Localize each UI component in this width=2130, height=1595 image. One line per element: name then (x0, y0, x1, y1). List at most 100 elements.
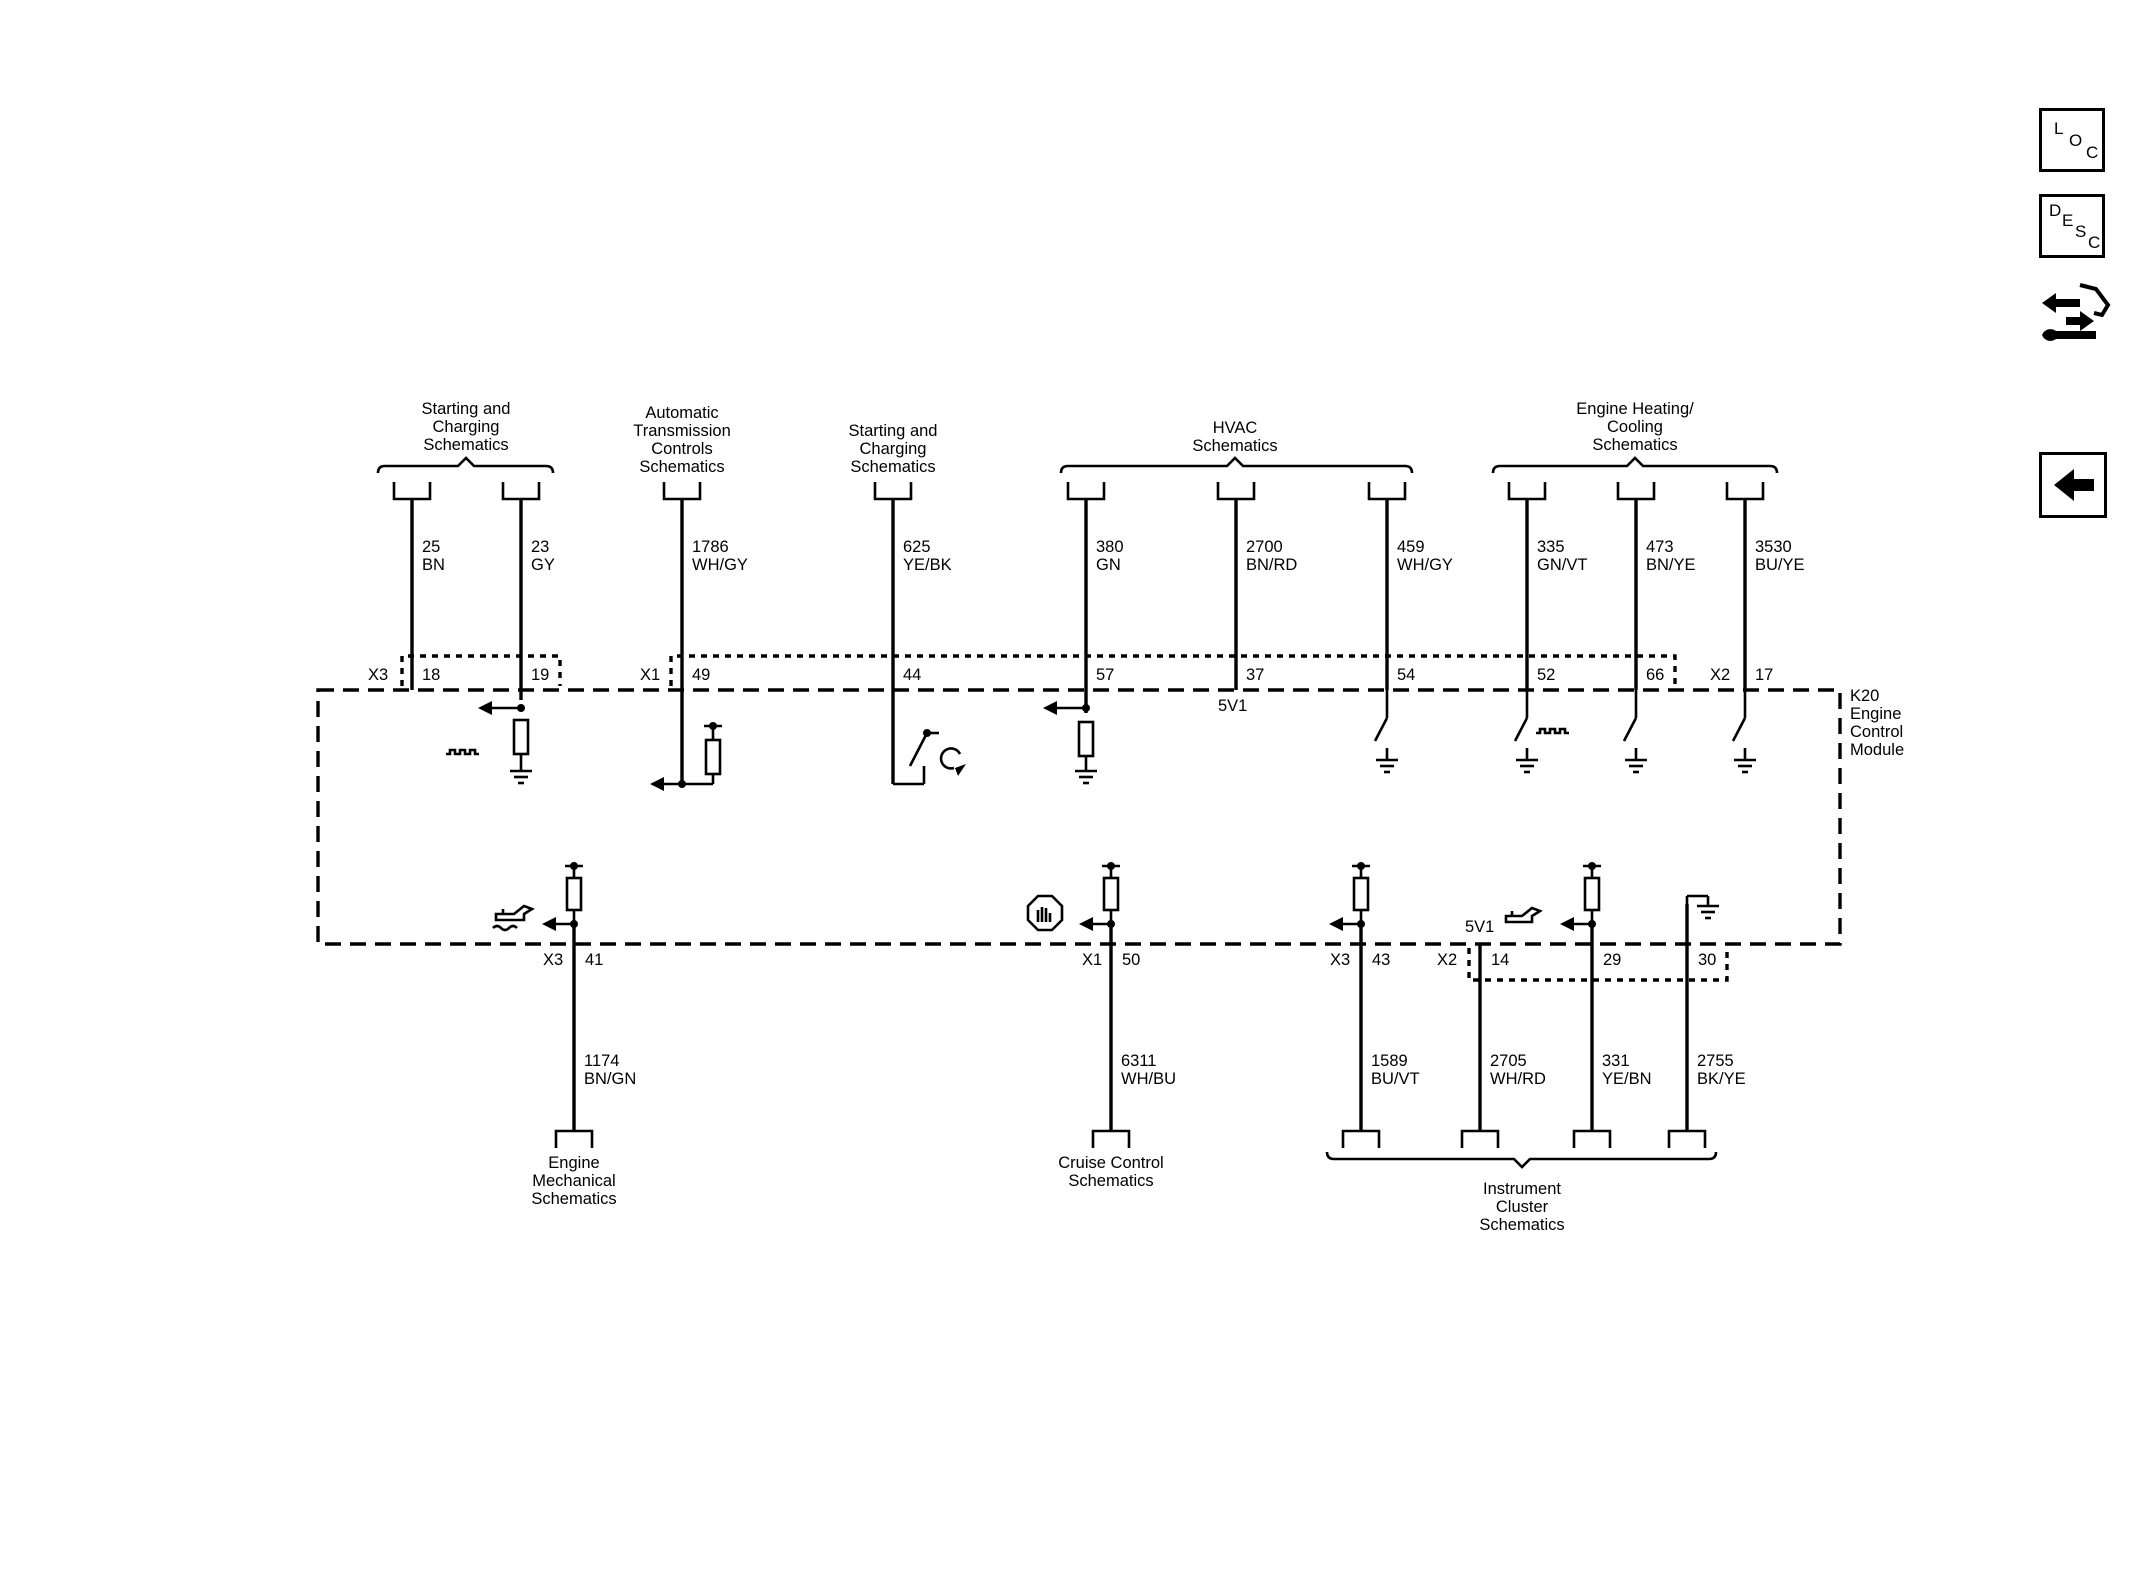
svg-text:BK/YE: BK/YE (1697, 1070, 1746, 1088)
brace-hvac (1059, 456, 1414, 474)
label-starting-charging-2: Starting and Charging Schematics (849, 422, 938, 476)
internal-circuit-pin44 (893, 729, 966, 786)
label-cruise-control: Cruise Control Schematics (1058, 1154, 1163, 1190)
connector-x2-top-label: X2 (1710, 666, 1730, 684)
module-boundary (316, 688, 1842, 946)
svg-text:Schematics: Schematics (423, 436, 508, 454)
svg-text:49: 49 (692, 666, 710, 684)
svg-text:Schematics: Schematics (1479, 1216, 1564, 1234)
svg-text:Schematics: Schematics (1592, 436, 1677, 454)
top-pin-numbers: 18 19 49 44 57 37 54 52 66 17 (422, 666, 1773, 684)
svg-text:Transmission: Transmission (633, 422, 731, 440)
svg-text:WH/GY: WH/GY (1397, 556, 1453, 574)
bottom-wires (572, 904, 1689, 1132)
svg-text:66: 66 (1646, 666, 1664, 684)
svg-text:GN: GN (1096, 556, 1121, 574)
svg-text:Schematics: Schematics (531, 1190, 616, 1208)
loc-letter-l: L (2054, 119, 2064, 138)
internal-circuit-pin30 (1685, 894, 1719, 920)
svg-text:X1: X1 (1082, 951, 1102, 969)
svg-text:18: 18 (422, 666, 440, 684)
module-label-4: Module (1850, 741, 1904, 759)
desc-letter-e: E (2062, 211, 2074, 230)
svg-text:331: 331 (1602, 1052, 1630, 1070)
svg-text:57: 57 (1096, 666, 1114, 684)
oil-pressure-icon (1504, 906, 1543, 924)
internal-5v1-bottom: 5V1 (1465, 918, 1494, 936)
internal-circuit-pin43 (1329, 862, 1370, 931)
svg-text:X3: X3 (543, 951, 563, 969)
svg-text:Mechanical: Mechanical (532, 1172, 615, 1190)
svg-text:Charging: Charging (433, 418, 500, 436)
desc-button[interactable]: D E S C (2039, 194, 2105, 258)
label-engine-heating: Engine Heating/ Cooling Schematics (1576, 400, 1694, 454)
svg-text:Cruise Control: Cruise Control (1058, 1154, 1163, 1172)
loc-button[interactable]: L O C (2039, 108, 2105, 172)
svg-text:625: 625 (903, 538, 931, 556)
top-harness-connectors (392, 482, 1765, 501)
svg-text:473: 473 (1646, 538, 1674, 556)
svg-text:2705: 2705 (1490, 1052, 1527, 1070)
desc-letter-c: C (2088, 233, 2101, 252)
top-wires (410, 499, 1747, 784)
svg-text:Schematics: Schematics (1192, 437, 1277, 455)
svg-text:BN: BN (422, 556, 445, 574)
svg-text:44: 44 (903, 666, 921, 684)
svg-text:BN/YE: BN/YE (1646, 556, 1696, 574)
svg-text:HVAC: HVAC (1213, 419, 1258, 437)
svg-text:Cluster: Cluster (1496, 1198, 1549, 1216)
label-auto-trans: Automatic Transmission Controls Schemati… (633, 404, 731, 476)
connector-x1-top-label: X1 (640, 666, 660, 684)
brace-starting-charging (376, 456, 555, 474)
svg-text:41: 41 (585, 951, 603, 969)
service-wrench-icon[interactable] (2036, 277, 2112, 353)
internal-5v1-top: 5V1 (1218, 697, 1247, 715)
internal-circuit-pin57 (1043, 701, 1097, 785)
svg-text:Schematics: Schematics (850, 458, 935, 476)
label-instrument-cluster: Instrument Cluster Schematics (1479, 1180, 1564, 1234)
svg-text:Controls: Controls (651, 440, 712, 458)
svg-text:2755: 2755 (1697, 1052, 1734, 1070)
internal-circuit-pin41 (492, 862, 583, 932)
svg-text:YE/BN: YE/BN (1602, 1070, 1652, 1088)
svg-text:459: 459 (1397, 538, 1425, 556)
svg-text:YE/BK: YE/BK (903, 556, 952, 574)
svg-text:43: 43 (1372, 951, 1390, 969)
svg-text:2700: 2700 (1246, 538, 1283, 556)
loc-letter-c: C (2086, 143, 2099, 162)
bottom-pin-numbers: 41 50 43 14 29 30 (585, 951, 1716, 969)
desc-letter-s: S (2075, 222, 2087, 241)
connector-x2-bottom-box (1467, 948, 1729, 982)
svg-text:52: 52 (1537, 666, 1555, 684)
back-arrow-button[interactable] (2039, 452, 2107, 518)
internal-circuit-pin50 (1026, 862, 1120, 932)
svg-text:X2: X2 (1437, 951, 1457, 969)
svg-text:Starting and: Starting and (422, 400, 511, 418)
bottom-harness-connectors (554, 1129, 1707, 1148)
svg-text:WH/RD: WH/RD (1490, 1070, 1546, 1088)
connector-x3-top-label: X3 (368, 666, 388, 684)
label-starting-charging-1: Starting and Charging Schematics (422, 400, 511, 454)
svg-text:50: 50 (1122, 951, 1140, 969)
svg-text:25: 25 (422, 538, 440, 556)
loc-letter-o: O (2069, 131, 2083, 150)
desc-letter-d: D (2049, 201, 2062, 220)
svg-text:WH/BU: WH/BU (1121, 1070, 1176, 1088)
svg-text:19: 19 (531, 666, 549, 684)
svg-text:54: 54 (1397, 666, 1415, 684)
svg-text:6311: 6311 (1121, 1052, 1156, 1070)
svg-text:Engine Heating/: Engine Heating/ (1576, 400, 1694, 418)
svg-text:14: 14 (1491, 951, 1509, 969)
svg-text:380: 380 (1096, 538, 1124, 556)
svg-text:Schematics: Schematics (639, 458, 724, 476)
svg-text:Engine: Engine (548, 1154, 599, 1172)
module-label-3: Control (1850, 723, 1903, 741)
svg-text:1589: 1589 (1371, 1052, 1408, 1070)
svg-text:Charging: Charging (860, 440, 927, 458)
bottom-connector-labels: X3 X1 X3 X2 (543, 951, 1457, 969)
svg-text:1174: 1174 (584, 1052, 619, 1070)
back-arrow-icon (2054, 469, 2094, 501)
internal-circuit-pin19 (446, 701, 532, 785)
module-label-1: K20 (1850, 687, 1879, 705)
